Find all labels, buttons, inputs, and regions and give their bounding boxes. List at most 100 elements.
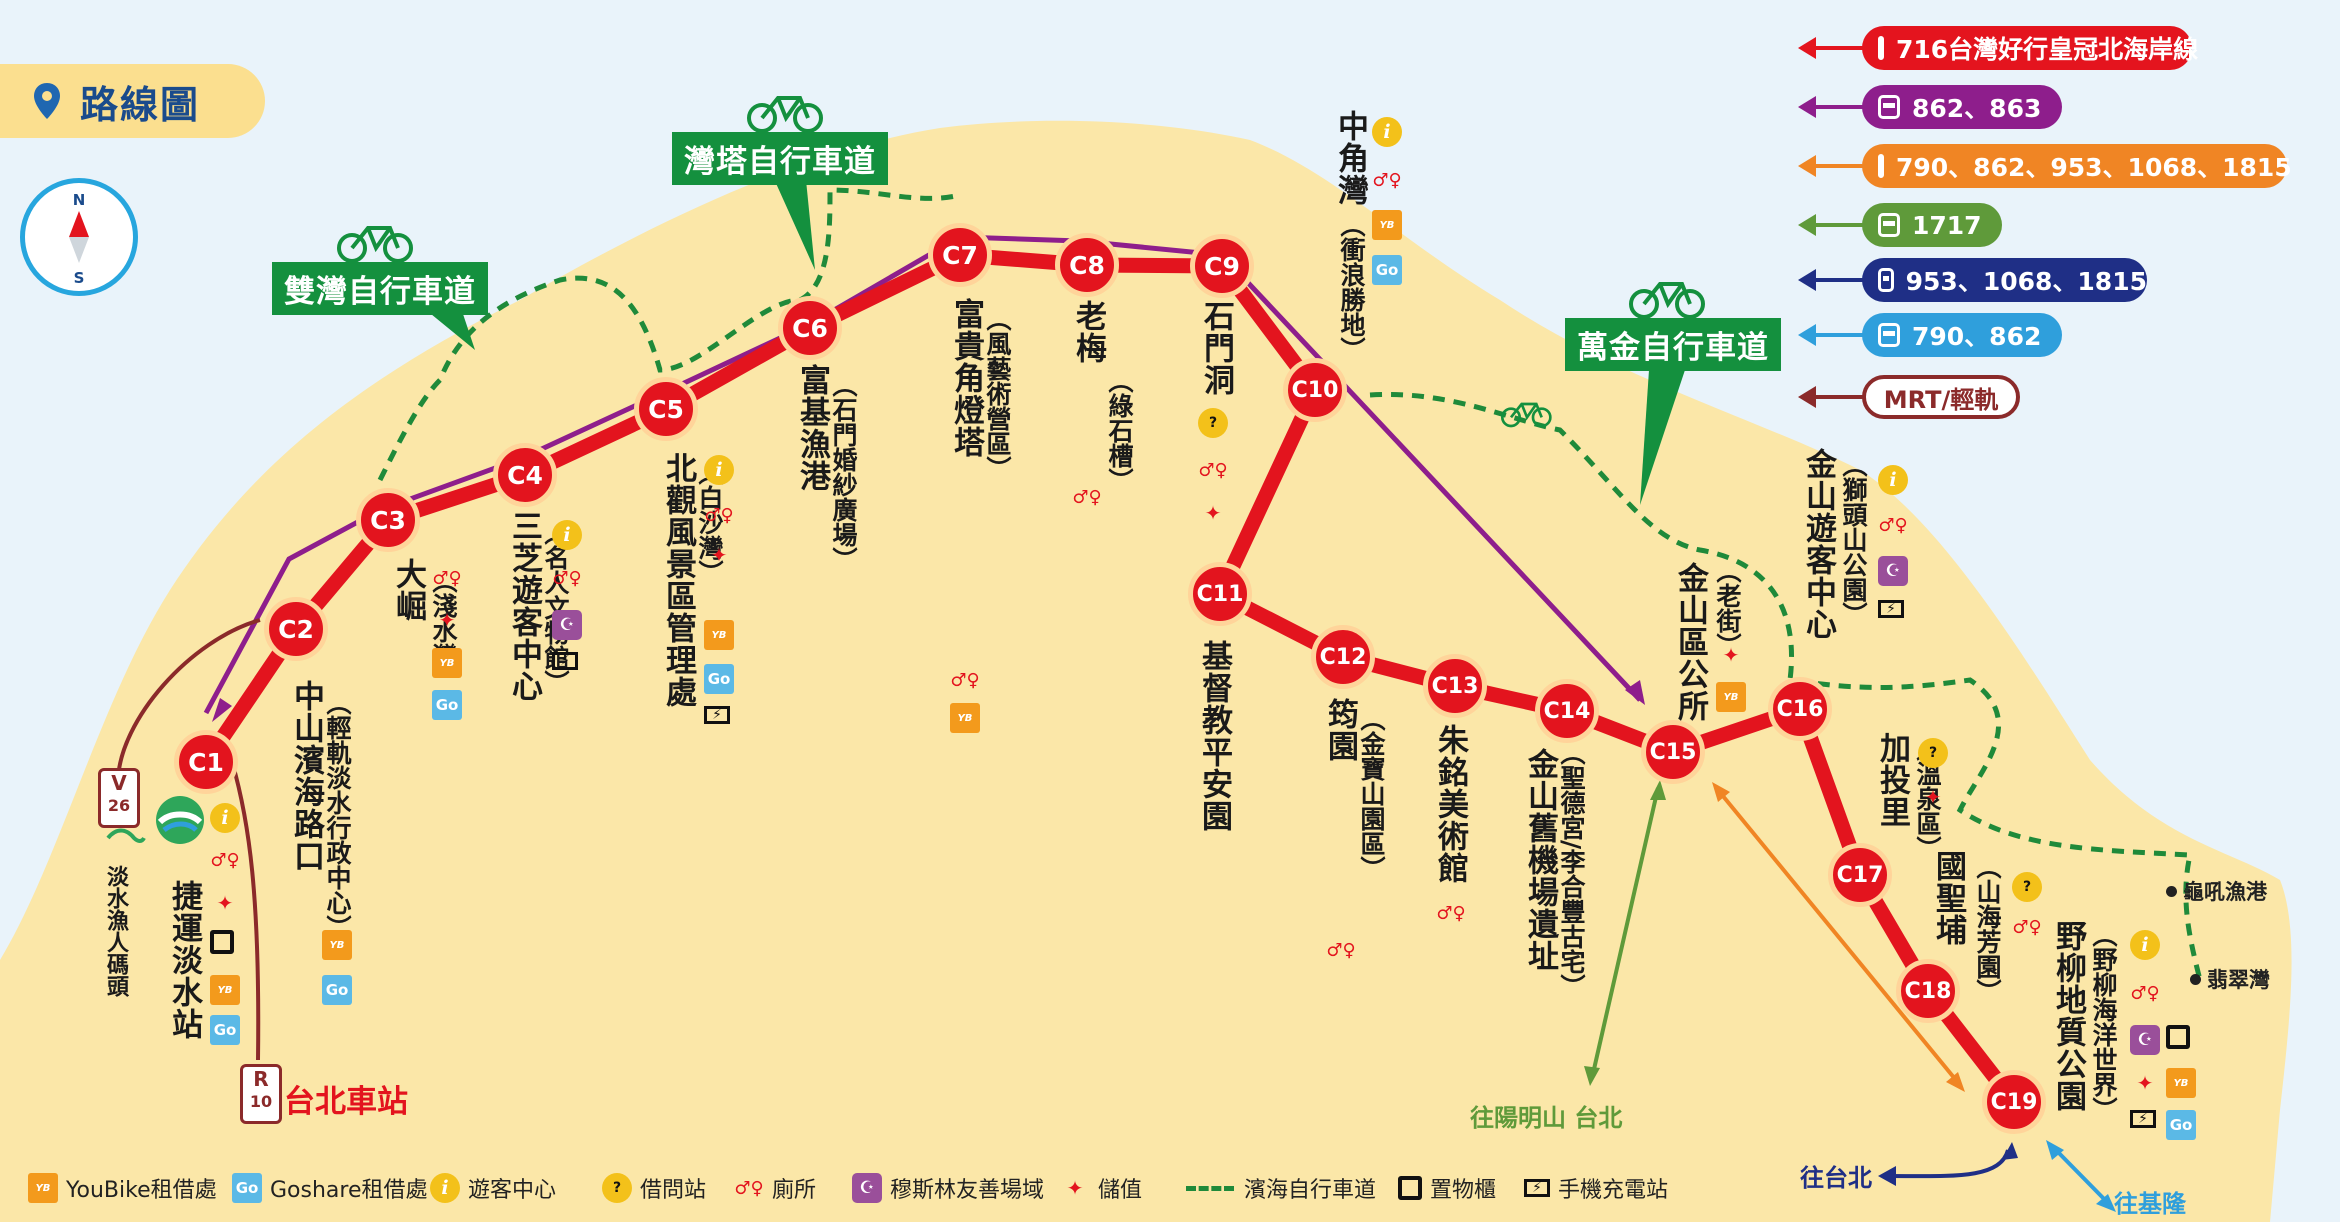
station-name-c17: 加投里 bbox=[1874, 732, 1910, 828]
legend-label: YouBike租借處 bbox=[66, 1178, 217, 1203]
bus-icon bbox=[1878, 36, 1884, 60]
route-pill-label: 790、862、953、1068、1815 bbox=[1896, 153, 2292, 182]
station-name-c3: 大崛 bbox=[390, 558, 426, 622]
route-pill-6: MRT/輕軌 bbox=[1862, 375, 2020, 419]
route-arrow-2 bbox=[1798, 155, 1864, 177]
bus-icon bbox=[1878, 95, 1900, 119]
station-sub-c8: （綠石槽） bbox=[1105, 368, 1134, 493]
station-name-c5: 北觀風景區管理處 bbox=[660, 452, 696, 708]
route-arrow-4 bbox=[1798, 269, 1864, 291]
topup-icon: ✦ bbox=[1204, 501, 1222, 525]
station-c1[interactable]: C1 bbox=[174, 730, 238, 794]
legend-item-6: ✦儲值 bbox=[1060, 1172, 1142, 1204]
route-purple-arrow bbox=[212, 698, 232, 722]
legend-label: 穆斯林友善場域 bbox=[890, 1178, 1045, 1203]
legend-label: Goshare租借處 bbox=[270, 1178, 428, 1203]
route-pill-0: 716台灣好行皇冠北海岸線 bbox=[1862, 26, 2198, 70]
legend-item-3: ?借問站 bbox=[602, 1172, 706, 1204]
station-name-c10: 中角灣 bbox=[1332, 110, 1368, 206]
ask-icon: ? bbox=[2012, 872, 2042, 902]
restroom-icon: ♂♀ bbox=[2130, 982, 2160, 1004]
station-c14[interactable]: C14 bbox=[1535, 679, 1599, 743]
route-pill-label: 716台灣好行皇冠北海岸線 bbox=[1896, 35, 2199, 64]
locker-icon bbox=[2166, 1025, 2190, 1049]
station-name-c9: 石門洞 bbox=[1198, 300, 1234, 396]
goshare-icon: Go bbox=[232, 1173, 262, 1203]
legend-label: 借問站 bbox=[640, 1178, 707, 1203]
topup-icon: ✦ bbox=[1066, 1176, 1084, 1200]
route-purple-line bbox=[203, 234, 1642, 715]
youbike-icon: YB bbox=[28, 1173, 58, 1203]
station-c5[interactable]: C5 bbox=[634, 377, 698, 441]
coastal-bike-trail bbox=[377, 187, 2203, 981]
station-c8[interactable]: C8 bbox=[1055, 233, 1119, 297]
muslim-icon: ☪ bbox=[2130, 1025, 2160, 1055]
station-name-c15: 金山區公所 bbox=[1672, 562, 1708, 722]
station-c11[interactable]: C11 bbox=[1188, 562, 1252, 626]
station-name-c13: 朱銘美術館 bbox=[1432, 724, 1468, 884]
station-sub-c10: （衝浪勝地） bbox=[1337, 212, 1366, 362]
locker-icon bbox=[1398, 1176, 1422, 1200]
trail-pointer-2 bbox=[770, 170, 815, 270]
station-c16[interactable]: C16 bbox=[1768, 677, 1832, 741]
map-pin-icon bbox=[34, 83, 60, 119]
station-c19[interactable]: C19 bbox=[1982, 1070, 2046, 1134]
station-c13[interactable]: C13 bbox=[1423, 654, 1487, 718]
station-c7[interactable]: C7 bbox=[928, 223, 992, 287]
route-arrow-1 bbox=[1798, 96, 1864, 118]
station-name-c19: 野柳地質公園 bbox=[2050, 920, 2086, 1112]
goshare-icon: Go bbox=[704, 664, 734, 694]
legend-label: 遊客中心 bbox=[468, 1178, 557, 1203]
mrt-badge-v26: V 26 bbox=[98, 768, 140, 828]
charging-icon: ⚡ bbox=[704, 706, 730, 724]
place-guihou: 龜吼漁港 bbox=[2166, 876, 2267, 906]
station-sub-c19: （野柳海洋世界） bbox=[2089, 922, 2118, 1122]
youbike-icon: YB bbox=[2166, 1068, 2196, 1098]
station-c3[interactable]: C3 bbox=[356, 488, 420, 552]
station-name-c16: 金山遊客中心 bbox=[1800, 448, 1836, 640]
station-c9[interactable]: C9 bbox=[1190, 234, 1254, 298]
legend-item-1: Go Goshare租借處 bbox=[232, 1172, 428, 1204]
station-c10[interactable]: C10 bbox=[1283, 358, 1347, 422]
station-name-c12: 筠園 bbox=[1322, 698, 1358, 762]
route-purple-arrow-2 bbox=[1625, 680, 1645, 705]
bike-trail-legend-icon bbox=[1186, 1185, 1234, 1191]
bicycle-icon bbox=[747, 96, 823, 133]
station-sub-c2: （輕軌淡水行政中心） bbox=[323, 690, 352, 940]
trail-pointer-3 bbox=[1640, 355, 1690, 505]
bicycle-icon bbox=[1501, 402, 1552, 428]
youbike-icon: YB bbox=[322, 930, 352, 960]
route-orange-arrow bbox=[1716, 788, 1962, 1087]
legend-label: 濱海自行車道 bbox=[1244, 1178, 1377, 1203]
youbike-icon: YB bbox=[432, 648, 462, 678]
legend-item-4: ♂♀廁所 bbox=[734, 1172, 816, 1204]
youbike-icon: YB bbox=[1372, 210, 1402, 240]
station-c12[interactable]: C12 bbox=[1311, 625, 1375, 689]
restroom-icon: ♂♀ bbox=[552, 567, 582, 589]
route-arrow-5 bbox=[1798, 324, 1864, 346]
topup-icon: ✦ bbox=[710, 543, 728, 567]
info-icon: i bbox=[2130, 930, 2160, 960]
station-c2[interactable]: C2 bbox=[264, 597, 328, 661]
bicycle-icon bbox=[1629, 282, 1705, 319]
station-name-c7: 富貴角燈塔 bbox=[948, 298, 984, 458]
station-sub-c18: （山海芳園） bbox=[1973, 854, 2002, 1004]
route-blue-arrow bbox=[2050, 1144, 2112, 1207]
station-c18[interactable]: C18 bbox=[1896, 959, 1960, 1023]
youbike-icon: YB bbox=[950, 703, 980, 733]
station-c6[interactable]: C6 bbox=[778, 296, 842, 360]
route-pill-label: 1717 bbox=[1912, 210, 1982, 240]
compass: N S bbox=[20, 178, 138, 296]
dest-taipei: 往台北 bbox=[1800, 1164, 1872, 1192]
station-c17[interactable]: C17 bbox=[1828, 843, 1892, 907]
restroom-icon: ♂♀ bbox=[950, 669, 980, 691]
station-sub-c12: （金寶山園區） bbox=[1357, 706, 1386, 881]
dest-keelung: 往基隆 bbox=[2114, 1190, 2186, 1218]
ask-icon: ? bbox=[1198, 408, 1228, 438]
station-c15[interactable]: C15 bbox=[1641, 720, 1705, 784]
charging-icon: ⚡ bbox=[552, 652, 578, 670]
station-c4[interactable]: C4 bbox=[493, 443, 557, 507]
route-pill-label: MRT/輕軌 bbox=[1883, 385, 1999, 414]
